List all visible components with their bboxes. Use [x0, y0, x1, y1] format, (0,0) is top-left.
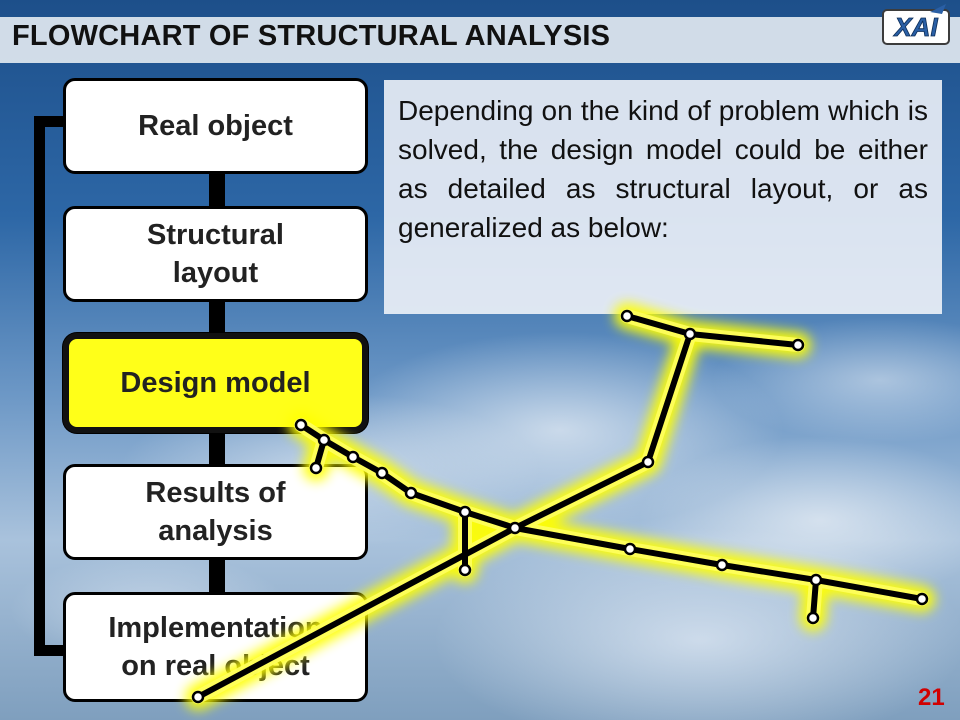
- model-node-12: [458, 505, 472, 519]
- model-node-11: [404, 486, 418, 500]
- model-member-11: [512, 525, 633, 552]
- step-implementation: Implementation on real object: [63, 592, 368, 702]
- model-members: [195, 313, 925, 700]
- model-member-12: [627, 546, 725, 568]
- model-node-10: [375, 466, 389, 480]
- model-node-13: [309, 461, 323, 475]
- model-nodes: [191, 309, 929, 704]
- model-node-18: [806, 611, 820, 625]
- model-member-4: [687, 331, 801, 348]
- step-design-model: Design model: [63, 333, 368, 433]
- step-structural-layout: Structural layout: [63, 206, 368, 302]
- model-member-13: [719, 562, 819, 583]
- model-member-1: [512, 459, 651, 531]
- page-number: 21: [918, 684, 945, 711]
- model-member-3: [624, 313, 693, 337]
- xai-logo: XAI: [882, 4, 950, 45]
- explanation-text: Depending on the kind of problem which i…: [384, 80, 942, 314]
- step-real-object: Real object: [63, 78, 368, 174]
- model-node-1: [458, 563, 472, 577]
- svg-text:XAI: XAI: [892, 12, 938, 42]
- model-node-3: [641, 455, 655, 469]
- model-node-4: [683, 327, 697, 341]
- model-node-2: [508, 521, 522, 535]
- model-node-14: [623, 542, 637, 556]
- model-member-9: [408, 490, 468, 515]
- title-bar: [0, 17, 960, 63]
- model-node-0: [191, 690, 205, 704]
- model-node-5: [620, 309, 634, 323]
- feedback-bracket: [34, 116, 64, 656]
- model-member-14: [813, 577, 925, 602]
- model-node-16: [809, 573, 823, 587]
- slide-title: FLOWCHART OF STRUCTURAL ANALYSIS: [12, 20, 611, 52]
- model-member-17: [810, 577, 819, 621]
- model-node-8: [317, 433, 331, 447]
- model-node-15: [715, 558, 729, 572]
- model-member-2: [645, 331, 693, 465]
- model-member-10: [462, 509, 518, 531]
- model-node-7: [294, 418, 308, 432]
- model-node-6: [791, 338, 805, 352]
- model-node-9: [346, 450, 360, 464]
- model-node-17: [915, 592, 929, 606]
